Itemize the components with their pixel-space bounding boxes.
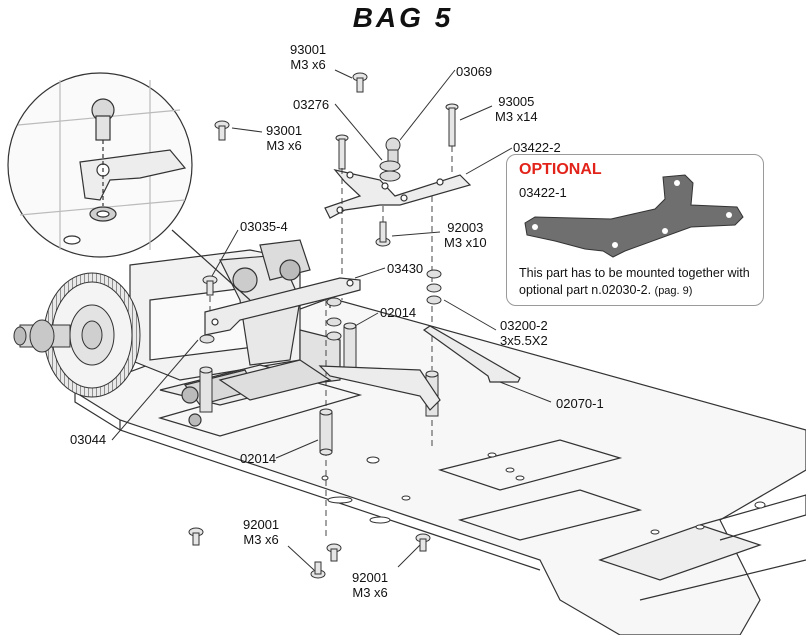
part-label-02070-1: 02070-1 — [556, 396, 604, 411]
bag-title: BAG 5 — [352, 2, 454, 33]
part-code: 93005 — [498, 94, 535, 109]
part-code: 93001 — [290, 42, 327, 57]
optional-heading: OPTIONAL — [519, 161, 602, 178]
part-label-03044: 03044 — [70, 432, 107, 447]
part-label-03422-2: 03422-2 — [513, 140, 561, 155]
part-spec: M3 x6 — [352, 585, 388, 600]
optional-note-page-ref: (pag. 9) — [654, 285, 693, 297]
part-label-03200-2: 03200-2 3x5.5X2 — [500, 318, 548, 348]
optional-note: This part has to be mounted together wit… — [519, 265, 759, 300]
spur-gear — [13, 272, 141, 398]
optional-part-code: 03422-1 — [519, 185, 567, 200]
part-label-02014-upper: 02014 — [380, 305, 417, 320]
part-spec: M3 x6 — [290, 57, 326, 72]
chassis-holes — [321, 452, 766, 535]
part-spec: M3 x6 — [266, 138, 302, 153]
part-label-93005: 93005 M3 x14 — [495, 94, 538, 124]
part-label-93001-left: 93001 M3 x6 — [266, 123, 302, 153]
part-label-03276: 03276 — [293, 97, 330, 112]
part-label-03069: 03069 — [456, 64, 493, 79]
part-code: 92003 — [447, 220, 484, 235]
bracket-03430 — [204, 277, 361, 336]
part-code: 03200-2 — [500, 318, 548, 333]
optional-note-text: This part has to be mounted together wit… — [519, 266, 750, 297]
part-label-03035-4: 03035-4 — [240, 219, 288, 234]
part-label-92001-right: 92001 M3 x6 — [352, 570, 388, 600]
part-code: 92001 — [243, 517, 280, 532]
part-spec: M3 x10 — [444, 235, 487, 250]
upper-deck-plate — [324, 169, 472, 219]
ball-stud — [379, 137, 401, 182]
detail-inset — [7, 72, 251, 301]
part-spec: M3 x14 — [495, 109, 538, 124]
leader-lines — [111, 69, 552, 571]
part-spec: M3 x6 — [243, 532, 279, 547]
part-label-92003: 92003 M3 x10 — [444, 220, 487, 250]
part-label-93001-top: 93001 M3 x6 — [290, 42, 326, 72]
part-code: 93001 — [266, 123, 303, 138]
part-label-03430: 03430 — [387, 261, 424, 276]
part-code: 92001 — [352, 570, 389, 585]
spacer-washers — [199, 269, 442, 344]
plate-02070-1 — [318, 325, 521, 411]
part-label-02014-lower: 02014 — [240, 451, 277, 466]
part-spec: 3x5.5X2 — [500, 333, 548, 348]
screws — [188, 72, 459, 579]
optional-part-box: OPTIONAL 03422-1 This part has to be mou… — [506, 154, 764, 306]
part-label-92001-left: 92001 M3 x6 — [243, 517, 279, 547]
optional-plate-illustration — [524, 174, 744, 258]
